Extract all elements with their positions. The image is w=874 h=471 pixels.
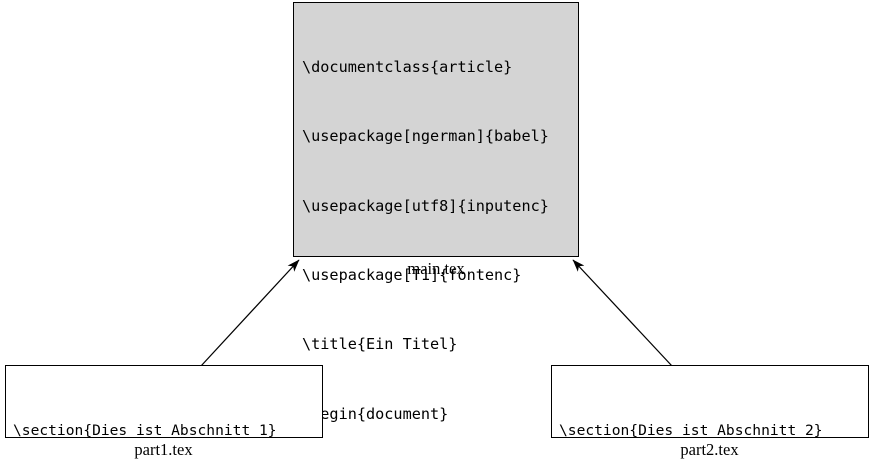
code-line: \usepackage[T1]{fontenc}: [302, 266, 522, 285]
code-line: \section{Dies ist Abschnitt 2}: [559, 421, 823, 439]
part2-tex-box[interactable]: \section{Dies ist Abschnitt 2} Hier ein …: [551, 365, 869, 439]
code-line: \documentclass{article}: [302, 58, 513, 77]
code-line: \title{Ein Titel}: [302, 335, 458, 354]
code-line: \usepackage[utf8]{inputenc}: [302, 196, 549, 215]
code-line: \begin{document}: [302, 404, 449, 423]
main-tex-box[interactable]: \documentclass{article} \usepackage[nger…: [293, 2, 579, 423]
connector-part1-to-main: [200, 259, 300, 367]
part1-tex-box[interactable]: \section{Dies ist Abschnitt 1} Hier ein …: [5, 365, 323, 439]
part2-tex-caption: part2.tex: [680, 440, 739, 459]
connector-part2-to-main: [572, 259, 673, 367]
main-tex-caption: main.tex: [407, 259, 465, 278]
code-line: \usepackage[ngerman]{babel}: [302, 127, 549, 146]
part1-tex-caption: part1.tex: [134, 440, 193, 459]
code-line: \section{Dies ist Abschnitt 1}: [13, 421, 277, 439]
